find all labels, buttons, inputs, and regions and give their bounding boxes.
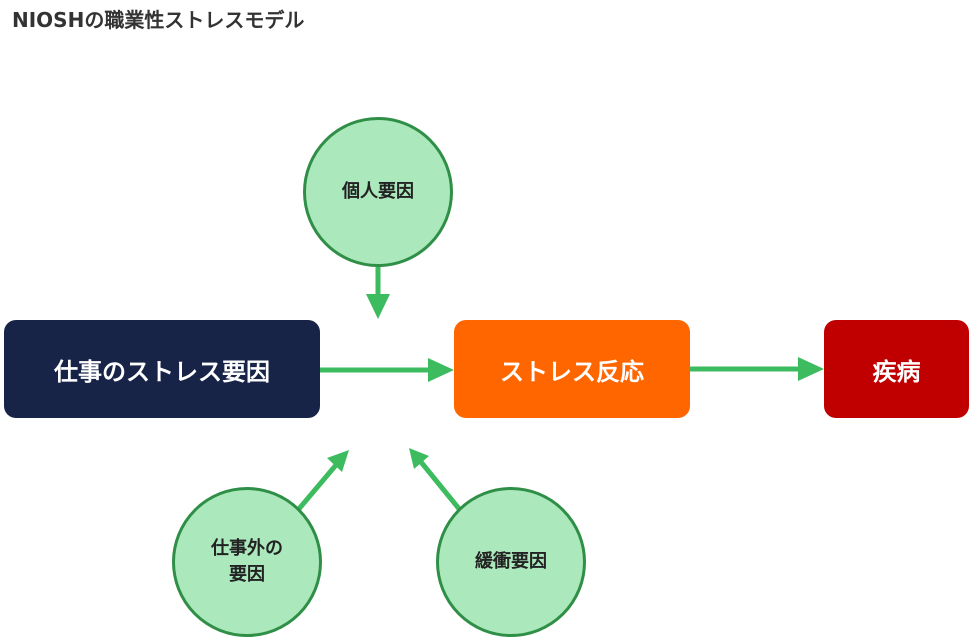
illness-label: 疾病 [872, 357, 921, 386]
work-stressors-label: 仕事のストレス要因 [54, 357, 270, 386]
individual-factors-circle: 個人要因 [303, 117, 453, 267]
arrow-non-work [296, 463, 338, 512]
illness-box: 疾病 [824, 320, 969, 418]
arrowhead-buffer [409, 448, 429, 469]
individual-factors-label: 個人要因 [342, 181, 414, 202]
work-stressors-box: 仕事のストレス要因 [4, 320, 320, 418]
arrowhead-individual [366, 294, 390, 319]
non-work-factors-label: 仕事外の 要因 [211, 538, 283, 585]
non-work-factors-circle: 仕事外の 要因 [172, 487, 322, 637]
buffer-factors-circle: 緩衝要因 [436, 487, 586, 637]
stress-response-box: ストレス反応 [454, 320, 690, 418]
arrowhead-non-work [327, 450, 349, 472]
diagram-title: NIOSHの職業性ストレスモデル [12, 8, 305, 32]
arrowhead-stress-to-illness [798, 357, 824, 381]
buffer-factors-label: 緩衝要因 [475, 551, 547, 572]
arrowhead-work-to-stress [428, 358, 454, 382]
arrow-buffer [419, 460, 462, 512]
stress-response-label: ストレス反応 [500, 357, 644, 386]
